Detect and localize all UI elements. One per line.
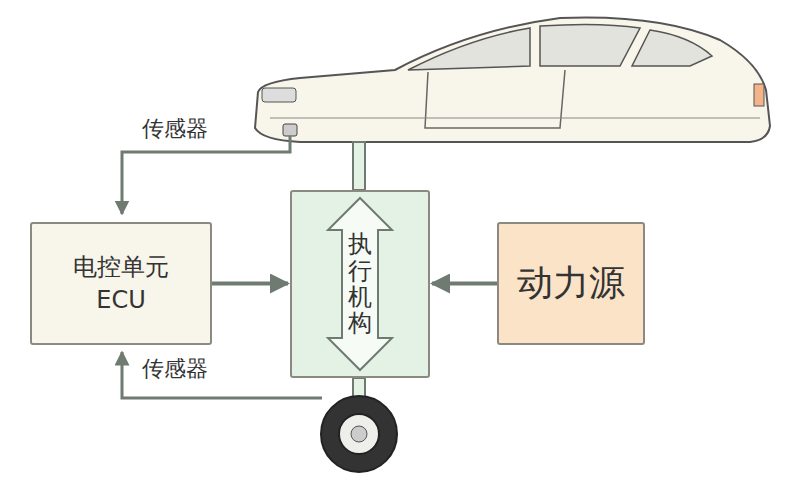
sensor-symbol bbox=[283, 124, 297, 136]
connector-arrow bbox=[432, 282, 497, 286]
shaft bbox=[353, 142, 365, 190]
car-door-line bbox=[425, 70, 565, 128]
car-window bbox=[540, 24, 640, 66]
sensor-wire bbox=[122, 136, 290, 214]
car-window bbox=[632, 30, 712, 66]
actuator-box: 执行机构 bbox=[290, 190, 430, 378]
car-window bbox=[408, 28, 530, 70]
sensor-label: 传感器 bbox=[140, 116, 210, 142]
wheel-hub bbox=[339, 414, 379, 454]
wheel-hub bbox=[351, 426, 367, 442]
sensor-label: 传感器 bbox=[140, 356, 210, 382]
node-label: 动力源 bbox=[517, 259, 625, 308]
power-source-box: 动力源 bbox=[497, 222, 645, 345]
car-body bbox=[255, 17, 770, 142]
car-sill bbox=[270, 117, 760, 118]
control-unit-box: 电控单元 ECU bbox=[30, 222, 212, 345]
double-arrow-shape bbox=[328, 198, 392, 370]
node-label: 执行机构 bbox=[348, 231, 372, 337]
wheel bbox=[321, 396, 397, 472]
connector-arrow bbox=[212, 282, 288, 286]
taillight bbox=[754, 84, 764, 106]
headlight bbox=[262, 88, 296, 102]
node-label: 电控单元 ECU bbox=[56, 251, 186, 316]
